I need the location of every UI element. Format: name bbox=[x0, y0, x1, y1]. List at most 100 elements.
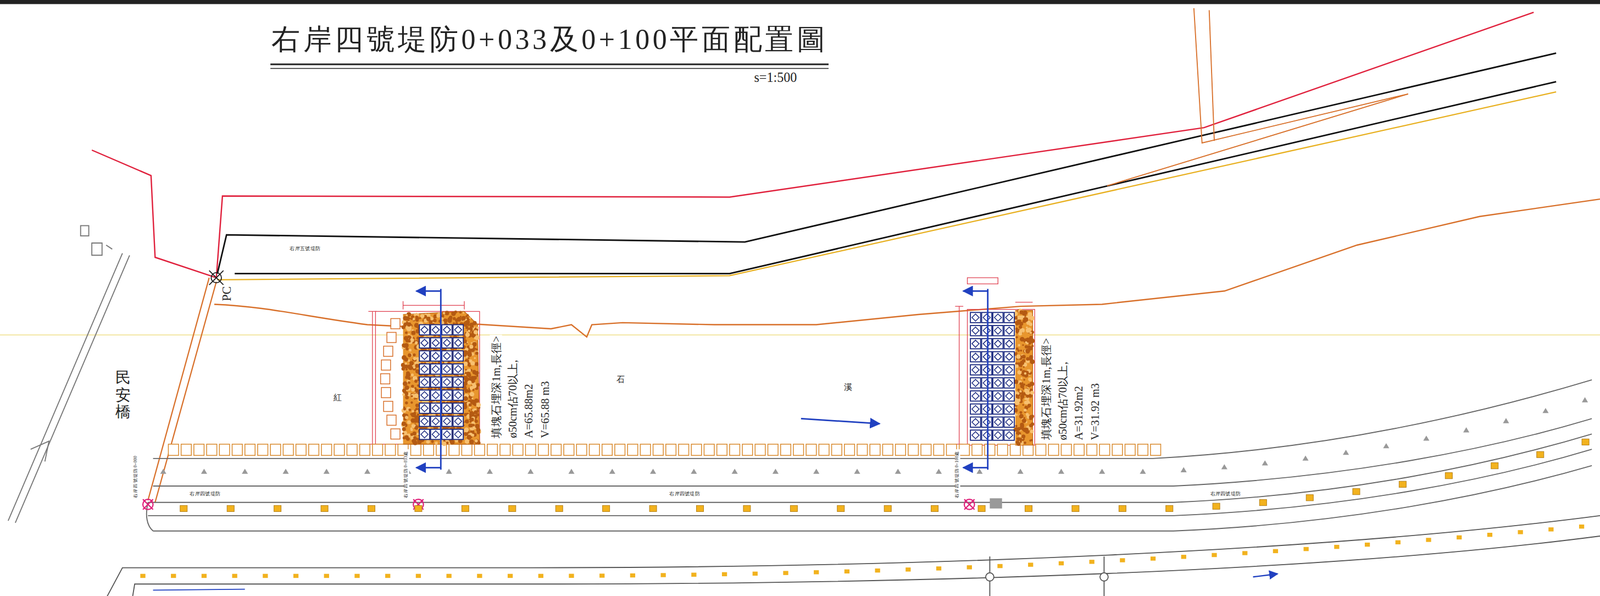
station-label: 右岸四號堤防0+100處 bbox=[954, 449, 960, 499]
concrete-block bbox=[419, 402, 430, 414]
rock bbox=[1029, 439, 1032, 442]
dike-block bbox=[780, 443, 792, 455]
rock bbox=[1023, 365, 1025, 368]
rock bbox=[464, 419, 468, 423]
dike-marker bbox=[931, 504, 939, 511]
sheet-border bbox=[0, 0, 1600, 4]
dike-block bbox=[869, 443, 881, 455]
concrete-block bbox=[430, 389, 442, 400]
bridge-name: 民安橋 bbox=[114, 369, 132, 420]
road-marker bbox=[232, 573, 238, 578]
rock bbox=[476, 430, 481, 434]
rock bbox=[1031, 344, 1034, 347]
block-outline bbox=[981, 403, 993, 415]
dike-tick bbox=[1180, 467, 1187, 472]
rock bbox=[1019, 310, 1024, 314]
road-line bbox=[1193, 8, 1409, 143]
block-diamond bbox=[971, 392, 980, 400]
section-lines bbox=[416, 289, 988, 470]
rock bbox=[415, 407, 419, 410]
rock bbox=[473, 356, 476, 359]
dike-tick bbox=[486, 468, 493, 474]
dike-block bbox=[321, 443, 332, 455]
dike-block bbox=[1060, 443, 1072, 455]
dike-block bbox=[971, 443, 983, 455]
dike-block bbox=[729, 443, 741, 455]
concrete-block bbox=[992, 416, 1004, 427]
rock bbox=[1029, 322, 1033, 326]
rock bbox=[402, 426, 407, 431]
rock bbox=[465, 441, 469, 444]
station-marker bbox=[964, 498, 975, 510]
block-outline bbox=[441, 402, 453, 414]
rock bbox=[469, 439, 475, 444]
rock bbox=[1014, 320, 1018, 324]
rock bbox=[473, 375, 477, 380]
rock bbox=[1017, 343, 1021, 347]
dimension-line bbox=[967, 277, 999, 284]
section-arrow bbox=[416, 466, 442, 469]
block-diamond bbox=[432, 417, 440, 425]
revetment-area bbox=[380, 310, 482, 446]
concrete-block bbox=[453, 337, 464, 348]
rock bbox=[469, 396, 473, 400]
road-marker bbox=[507, 573, 513, 578]
dike-tick bbox=[1382, 442, 1390, 448]
dike-block bbox=[1137, 443, 1149, 455]
rock bbox=[1020, 424, 1025, 428]
dike-block bbox=[793, 443, 804, 455]
rock bbox=[462, 311, 465, 314]
dike-marker bbox=[1581, 438, 1590, 445]
rock bbox=[416, 432, 419, 435]
dike-marker bbox=[1306, 494, 1314, 501]
rock bbox=[470, 426, 473, 430]
block-diamond bbox=[982, 352, 991, 360]
rock bbox=[469, 344, 474, 349]
block-outline bbox=[441, 324, 453, 336]
block-outline bbox=[419, 402, 430, 414]
rock bbox=[1027, 383, 1032, 388]
rock bbox=[1029, 414, 1034, 420]
dike-block bbox=[551, 443, 562, 455]
block-outline bbox=[981, 390, 993, 402]
stone bbox=[380, 373, 391, 385]
block-outline bbox=[441, 376, 453, 388]
block-diamond bbox=[971, 352, 980, 360]
concrete-block bbox=[981, 390, 993, 402]
concrete-block bbox=[419, 337, 430, 348]
dike-tick bbox=[976, 468, 983, 474]
block-diamond bbox=[1005, 392, 1013, 400]
block-diamond bbox=[420, 339, 429, 347]
block-diamond bbox=[994, 418, 1002, 426]
rock bbox=[1020, 376, 1023, 380]
rock bbox=[475, 370, 480, 375]
rock bbox=[1019, 368, 1023, 371]
rock bbox=[414, 415, 417, 418]
block-outline bbox=[970, 364, 981, 375]
rock bbox=[408, 348, 412, 352]
dike-block bbox=[882, 443, 893, 455]
block-diamond bbox=[432, 430, 440, 438]
rock bbox=[1019, 309, 1024, 315]
rock bbox=[1023, 378, 1025, 381]
block-diamond bbox=[454, 365, 462, 373]
rock bbox=[1019, 349, 1022, 352]
dike-marker bbox=[743, 504, 751, 511]
block-diamond bbox=[1005, 340, 1013, 348]
dike-block bbox=[920, 443, 932, 455]
concrete-block bbox=[441, 324, 453, 336]
dike-marker bbox=[274, 504, 282, 511]
rock bbox=[412, 365, 416, 370]
dike-line bbox=[146, 465, 1592, 531]
rock bbox=[465, 314, 468, 318]
river-name: 石 bbox=[615, 375, 626, 385]
block-diamond bbox=[443, 378, 451, 386]
dike-tick bbox=[568, 468, 575, 474]
rock bbox=[459, 310, 463, 314]
block-outline bbox=[419, 324, 430, 336]
concrete-block bbox=[441, 415, 453, 427]
rock bbox=[1024, 397, 1026, 400]
rock bbox=[472, 320, 477, 326]
rock bbox=[401, 420, 407, 426]
levee-toe-line bbox=[217, 91, 1557, 280]
